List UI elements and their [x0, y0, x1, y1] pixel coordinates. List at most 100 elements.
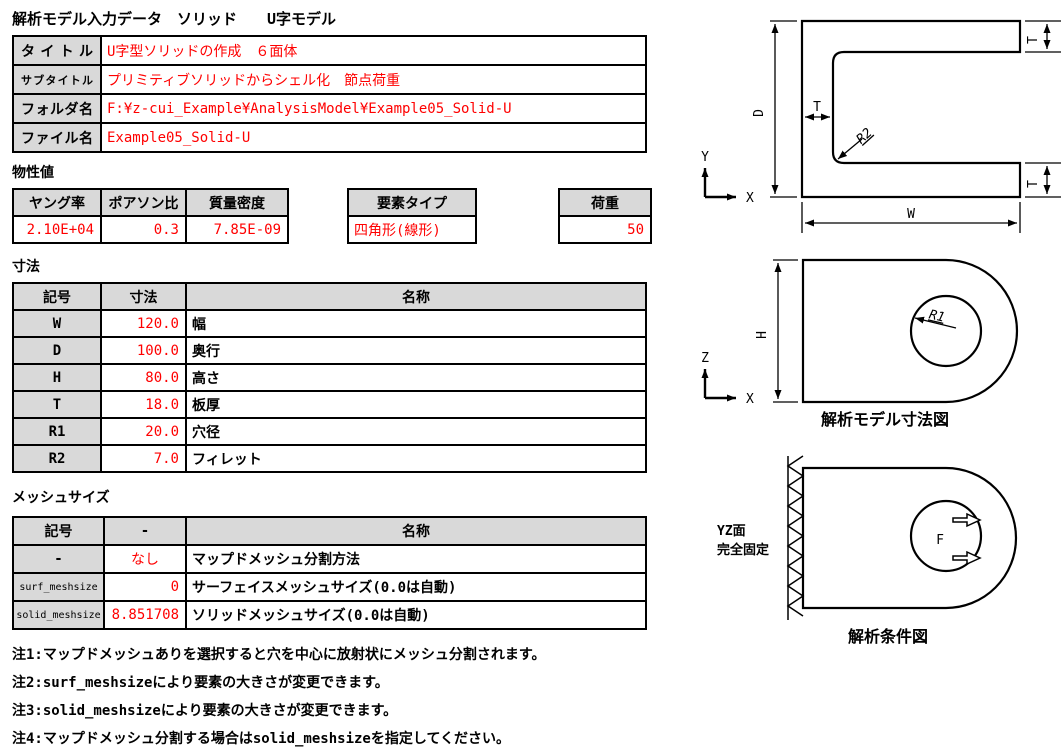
solid-meshsize-cell[interactable]: 8.851708	[103, 600, 187, 630]
hole-circle	[909, 294, 983, 368]
section-label-mesh: メッシュサイズ	[12, 490, 110, 506]
y-axis-label: Y	[701, 150, 709, 165]
symbol-cell: R1	[12, 417, 102, 446]
force-label: F	[936, 533, 944, 548]
fixed-label-line2: 完全固定	[717, 542, 769, 558]
dim-name-cell: 穴径	[185, 417, 647, 446]
surf-meshsize-cell[interactable]: 0	[103, 572, 187, 602]
notes: 注1:マップドメッシュありを選択すると穴を中心に放射状にメッシュ分割されます。 …	[12, 644, 662, 756]
zx-axis-icon	[701, 369, 736, 402]
subtitle-value-cell[interactable]: プリミティブソリッドからシェル化 節点荷重	[100, 64, 647, 95]
mesh-name-cell: マップドメッシュ分割方法	[185, 544, 647, 574]
dim-label-fillet: R2	[854, 125, 876, 147]
col-header: ポアソン比	[100, 188, 187, 217]
dim-value-cell[interactable]: 80.0	[100, 363, 187, 392]
table-row: W 120.0 幅	[12, 309, 647, 338]
symbol-cell: D	[12, 336, 102, 365]
symbol-cell: R2	[12, 444, 102, 473]
element-type-cell[interactable]: 四角形(線形)	[347, 215, 477, 244]
model-dimension-diagram: H R1 Z X 解析モデル寸法図	[701, 258, 1019, 429]
col-header: 要素タイプ	[347, 188, 477, 217]
table-row: 2.10E+04 0.3 7.85E-09	[12, 215, 289, 244]
load-value-cell[interactable]: 50	[558, 215, 652, 244]
dimension-lines	[773, 259, 957, 403]
col-header: 記号	[12, 516, 105, 546]
folder-value-cell[interactable]: F:¥z-cui_Example¥AnalysisModel¥Example05…	[100, 93, 647, 124]
col-header: -	[103, 516, 187, 546]
table-row: solid_meshsize 8.851708 ソリッドメッシュサイズ(0.0は…	[12, 600, 647, 630]
mesh-name-cell: サーフェイスメッシュサイズ(0.0は自動)	[185, 572, 647, 602]
symbol-cell: solid_meshsize	[12, 600, 105, 630]
xy-axis-icon	[701, 168, 736, 201]
table-header-row: 記号 - 名称	[12, 516, 647, 546]
dim-label-t-bottom: T	[1026, 180, 1041, 188]
note-line: 注3:solid_meshsizeにより要素の大きさが変更できます。	[12, 703, 398, 719]
col-header: 質量密度	[185, 188, 289, 217]
table-header-row: ヤング率 ポアソン比 質量密度	[12, 188, 289, 217]
dim-label-depth: D	[752, 109, 767, 117]
dim-value-cell[interactable]: 120.0	[100, 309, 187, 338]
d-shape-outline	[801, 466, 1018, 610]
poisson-ratio-cell[interactable]: 0.3	[100, 215, 187, 244]
col-header: 名称	[185, 282, 647, 311]
mapped-mesh-cell[interactable]: なし	[103, 544, 187, 574]
table-row: - なし マップドメッシュ分割方法	[12, 544, 647, 574]
symbol-cell: surf_meshsize	[12, 572, 105, 602]
table-header-row: 要素タイプ	[347, 188, 477, 217]
col-header: 名称	[185, 516, 647, 546]
table-row: T 18.0 板厚	[12, 390, 647, 419]
diagram-caption: 解析条件図	[848, 627, 928, 646]
u-section-diagram: D W T T T R2 Y X	[701, 19, 1061, 233]
table-row: surf_meshsize 0 サーフェイスメッシュサイズ(0.0は自動)	[12, 572, 647, 602]
file-info-table: タイトル U字型ソリッドの作成 ６面体 サブタイトル プリミティブソリッドからシ…	[12, 35, 647, 153]
title-value-cell[interactable]: U字型ソリッドの作成 ６面体	[100, 35, 647, 66]
dim-value-cell[interactable]: 100.0	[100, 336, 187, 365]
dimension-lines	[770, 20, 1061, 233]
dim-label-hole: R1	[927, 308, 946, 326]
table-row: H 80.0 高さ	[12, 363, 647, 392]
table-row: フォルダ名 F:¥z-cui_Example¥AnalysisModel¥Exa…	[12, 93, 647, 124]
table-header-row: 記号 寸法 名称	[12, 282, 647, 311]
z-axis-label: Z	[701, 351, 709, 366]
symbol-cell: W	[12, 309, 102, 338]
fixed-support-hatch	[786, 455, 805, 620]
mass-density-cell[interactable]: 7.85E-09	[185, 215, 289, 244]
note-line: 注2:surf_meshsizeにより要素の大きさが変更できます。	[12, 675, 389, 691]
section-label-dimensions: 寸法	[12, 259, 40, 275]
symbol-cell: T	[12, 390, 102, 419]
section-label-material: 物性値	[12, 165, 54, 181]
mesh-name-cell: ソリッドメッシュサイズ(0.0は自動)	[185, 600, 647, 630]
table-row: R2 7.0 フィレット	[12, 444, 647, 473]
page-title: 解析モデル入力データ ソリッド U字モデル	[12, 10, 337, 28]
dim-value-cell[interactable]: 18.0	[100, 390, 187, 419]
youngs-modulus-cell[interactable]: 2.10E+04	[12, 215, 102, 244]
filename-value-cell[interactable]: Example05_Solid-U	[100, 122, 647, 153]
table-row: D 100.0 奥行	[12, 336, 647, 365]
symbol-cell: H	[12, 363, 102, 392]
hole-circle	[909, 499, 983, 573]
x-axis-label: X	[746, 392, 754, 407]
table-header-row: 荷重	[558, 188, 652, 217]
force-arrow-icon	[952, 512, 982, 528]
fixed-label-line1: YZ面	[717, 524, 746, 539]
x-axis-label: X	[746, 191, 754, 206]
dim-value-cell[interactable]: 7.0	[100, 444, 187, 473]
force-arrow-icon	[952, 550, 982, 566]
dim-label-width: W	[907, 207, 915, 222]
dim-label-t-top: T	[1026, 36, 1041, 44]
table-row: 50	[558, 215, 652, 244]
row-label: ファイル名	[12, 122, 102, 153]
row-label: サブタイトル	[12, 64, 102, 95]
analysis-condition-diagram: F YZ面 完全固定 解析条件図	[717, 455, 1018, 646]
dim-value-cell[interactable]: 20.0	[100, 417, 187, 446]
dim-name-cell: 幅	[185, 309, 647, 338]
load-table: 荷重 50	[558, 188, 652, 244]
table-row: サブタイトル プリミティブソリッドからシェル化 節点荷重	[12, 64, 647, 95]
table-row: ファイル名 Example05_Solid-U	[12, 122, 647, 153]
table-row: タイトル U字型ソリッドの作成 ６面体	[12, 35, 647, 66]
dim-label-t-wall: T	[813, 100, 821, 115]
diagram-caption: 解析モデル寸法図	[821, 410, 949, 429]
element-type-table: 要素タイプ 四角形(線形)	[347, 188, 477, 244]
row-label: フォルダ名	[12, 93, 102, 124]
note-line: 注1:マップドメッシュありを選択すると穴を中心に放射状にメッシュ分割されます。	[12, 647, 546, 663]
